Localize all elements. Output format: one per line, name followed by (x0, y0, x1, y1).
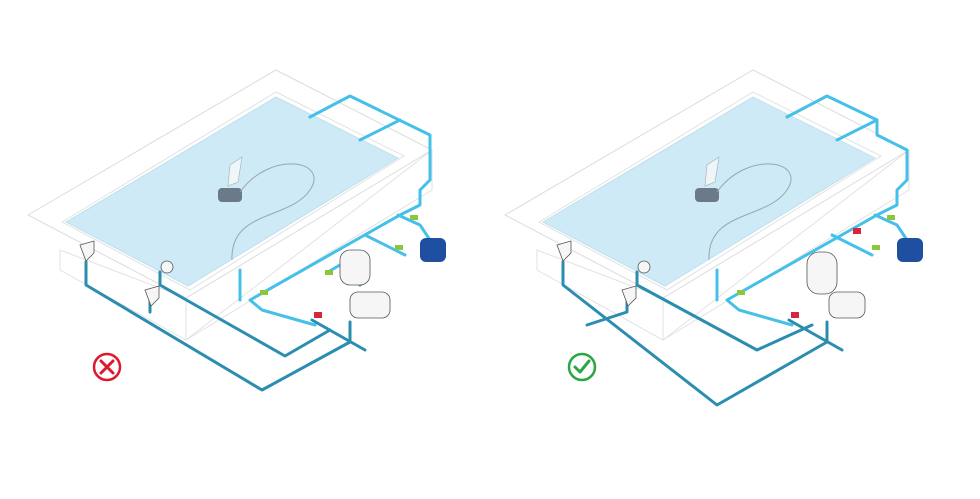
equipment (556, 215, 923, 319)
check-circle-icon (567, 352, 597, 382)
skimmer (79, 240, 95, 262)
valve (737, 290, 745, 295)
filter (339, 249, 371, 286)
incorrect-diagram (27, 69, 446, 392)
return-pipes (238, 94, 432, 327)
valve (260, 290, 268, 295)
skimmer (621, 285, 637, 307)
main-pump (349, 291, 391, 319)
main-pump (828, 291, 866, 319)
valve-red (314, 312, 322, 318)
valve (872, 245, 880, 250)
cross-circle-icon (92, 352, 122, 382)
main-drain (160, 260, 174, 274)
main-drain (637, 260, 651, 274)
return-pipes (715, 94, 909, 327)
valve (395, 245, 403, 250)
booster-pump (897, 238, 923, 262)
valve-red (791, 312, 799, 318)
suction-pipes (561, 260, 844, 407)
valve (410, 215, 418, 220)
filter (806, 251, 838, 295)
valve (887, 215, 895, 220)
booster-pump (420, 238, 446, 262)
valve-red (853, 228, 861, 234)
suction-pipes (84, 258, 367, 392)
skimmer (556, 240, 572, 262)
skimmer (144, 285, 160, 307)
correct-diagram (504, 69, 923, 407)
equipment (79, 215, 446, 319)
valve (325, 270, 333, 275)
